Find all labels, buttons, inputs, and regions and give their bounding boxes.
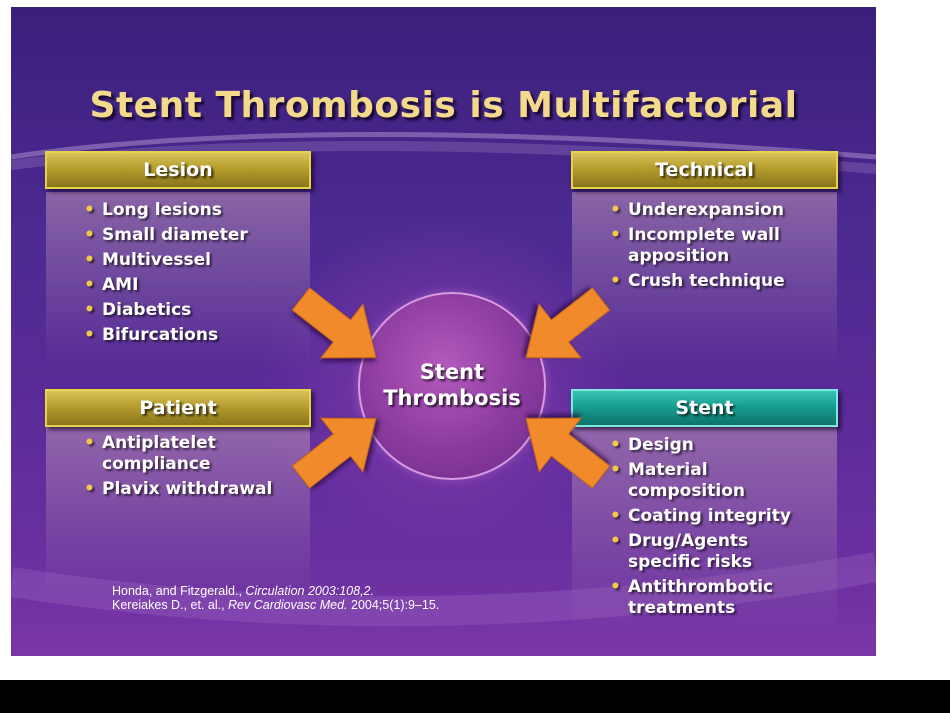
patient-list: Antiplatelet compliance Plavix withdrawa… <box>84 433 284 504</box>
lesion-header: Lesion <box>45 151 311 189</box>
slide: Stent Thrombosis is Multifactorial Lesio… <box>11 7 876 656</box>
arrow-bottom-right-icon <box>525 417 611 489</box>
reference-1: Honda, and Fitzgerald., Circulation 2003… <box>112 584 439 598</box>
list-item: Long lesions <box>84 200 304 221</box>
list-item: Incomplete wall apposition <box>610 225 830 267</box>
arrow-bottom-left-icon <box>291 417 377 489</box>
list-item: Antiplatelet compliance <box>84 433 284 475</box>
reference-2-journal: Rev Cardiovasc Med. <box>228 598 348 612</box>
arrow-top-left-icon <box>291 287 377 359</box>
list-item: Bifurcations <box>84 325 304 346</box>
reference-1-journal: Circulation 2003:108,2. <box>245 584 374 598</box>
references: Honda, and Fitzgerald., Circulation 2003… <box>112 584 439 612</box>
list-item: Material composition <box>610 460 810 502</box>
arrow-shape <box>291 287 377 359</box>
list-item: Design <box>610 435 810 456</box>
arrow-shape <box>525 287 611 359</box>
arrow-shape <box>525 417 611 489</box>
list-item: Diabetics <box>84 300 304 321</box>
center-label: Stent Thrombosis <box>383 360 521 410</box>
bottom-bar <box>0 680 950 713</box>
list-item: Coating integrity <box>610 506 810 527</box>
list-item: Multivessel <box>84 250 304 271</box>
reference-1-authors: Honda, and Fitzgerald., <box>112 584 246 598</box>
arrows <box>291 287 611 489</box>
technical-list: Underexpansion Incomplete wall appositio… <box>610 200 830 296</box>
reference-2-details: 2004;5(1):9–15. <box>347 598 440 612</box>
reference-2: Kereiakes D., et. al., Rev Cardiovasc Me… <box>112 598 439 612</box>
list-item: Antithrombotic treatments <box>610 577 810 619</box>
stent-list: Design Material composition Coating inte… <box>610 435 810 623</box>
technical-header: Technical <box>571 151 838 189</box>
patient-header: Patient <box>45 389 311 427</box>
list-item: Underexpansion <box>610 200 830 221</box>
stent-header: Stent <box>571 389 838 427</box>
list-item: Drug/Agents specific risks <box>610 531 810 573</box>
arrow-shape <box>291 417 377 489</box>
list-item: AMI <box>84 275 304 296</box>
reference-2-authors: Kereiakes D., et. al., <box>112 598 229 612</box>
arrow-top-right-icon <box>525 287 611 359</box>
list-item: Small diameter <box>84 225 304 246</box>
lesion-list: Long lesions Small diameter Multivessel … <box>84 200 304 350</box>
list-item: Crush technique <box>610 271 830 292</box>
center-circle: Stent Thrombosis <box>358 292 546 480</box>
slide-title: Stent Thrombosis is Multifactorial <box>89 85 798 126</box>
list-item: Plavix withdrawal <box>84 479 284 500</box>
